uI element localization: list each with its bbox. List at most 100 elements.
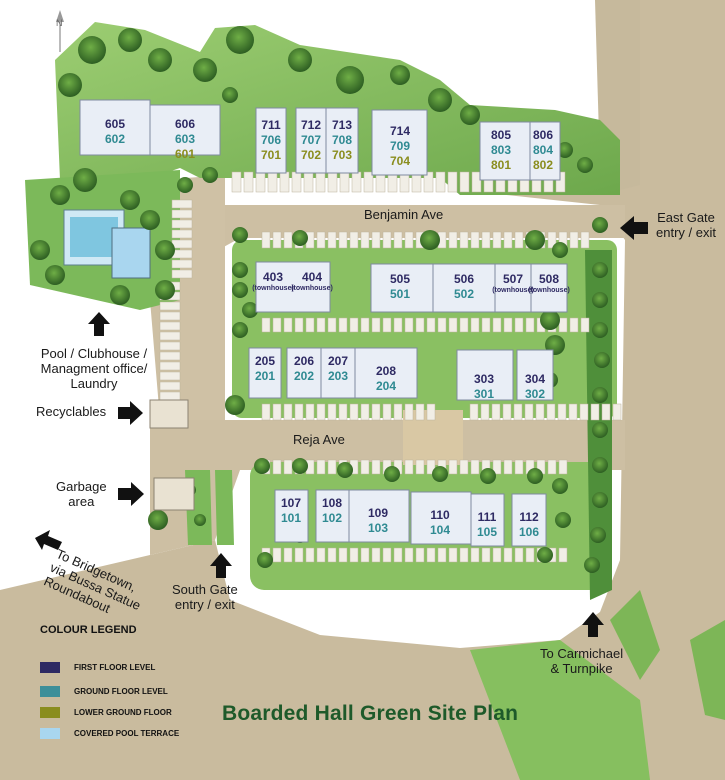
parking-space bbox=[580, 231, 590, 249]
south-gate-line-2: entry / exit bbox=[174, 597, 235, 612]
tree bbox=[292, 458, 308, 474]
tree bbox=[337, 462, 353, 478]
building-505 bbox=[370, 263, 434, 313]
pool-line-1: Pool / Clubhouse / bbox=[40, 346, 148, 361]
parking-space bbox=[255, 171, 266, 193]
clubhouse bbox=[111, 227, 151, 279]
parking-space bbox=[492, 317, 502, 333]
parking-space bbox=[338, 547, 348, 563]
unit-303: 303 bbox=[473, 372, 495, 386]
parking-space bbox=[426, 547, 436, 563]
legend-swatch-first-floor bbox=[40, 661, 60, 673]
unit-806: 806 bbox=[532, 128, 554, 142]
parking-space bbox=[404, 317, 414, 333]
parking-space bbox=[393, 547, 403, 563]
parking-space bbox=[159, 331, 181, 341]
tree bbox=[594, 352, 610, 368]
building-110 bbox=[410, 491, 472, 545]
tree bbox=[118, 28, 142, 52]
parking-space bbox=[159, 311, 181, 321]
tree bbox=[432, 466, 448, 482]
unit-803: 803 bbox=[490, 143, 512, 157]
building-400 bbox=[255, 261, 331, 313]
parking-space bbox=[272, 403, 282, 421]
tree bbox=[420, 230, 440, 250]
building-112 bbox=[511, 493, 547, 547]
unit-204: 204 bbox=[375, 379, 397, 393]
parking-space bbox=[514, 459, 524, 475]
parking-space bbox=[558, 317, 568, 333]
unit-601: 601 bbox=[174, 147, 196, 161]
parking-space bbox=[272, 547, 282, 563]
unit-206: 206 bbox=[293, 354, 315, 368]
parking-space bbox=[316, 231, 326, 249]
parking-space bbox=[513, 403, 523, 421]
parking-space bbox=[316, 317, 326, 333]
building-108 bbox=[315, 489, 350, 543]
parking-space bbox=[261, 403, 271, 421]
building-508 bbox=[530, 263, 568, 313]
reja-ave-road bbox=[150, 420, 625, 555]
parking-space bbox=[360, 547, 370, 563]
building-712 bbox=[295, 107, 327, 174]
unit-103: 103 bbox=[367, 521, 389, 535]
parking-space bbox=[525, 547, 535, 563]
building-205 bbox=[248, 347, 282, 399]
parking-space bbox=[171, 259, 193, 269]
pool-water bbox=[70, 217, 118, 257]
tree bbox=[540, 310, 560, 330]
parking-space bbox=[612, 403, 622, 421]
tree bbox=[527, 468, 543, 484]
north-label: N bbox=[56, 18, 63, 28]
parking-space bbox=[426, 403, 436, 421]
parking-space bbox=[492, 459, 502, 475]
parking-space bbox=[360, 231, 370, 249]
parking-space bbox=[351, 171, 362, 193]
parking-space bbox=[415, 459, 425, 475]
pool-arrow bbox=[88, 312, 110, 336]
tree bbox=[232, 282, 248, 298]
unit-707: 707 bbox=[300, 133, 322, 147]
unit-112: 112 bbox=[519, 510, 539, 524]
parking-space bbox=[393, 231, 403, 249]
tree bbox=[50, 185, 70, 205]
unit-104: 104 bbox=[429, 523, 451, 537]
unit-804: 804 bbox=[532, 143, 554, 157]
parking-space bbox=[404, 547, 414, 563]
parking-space bbox=[415, 317, 425, 333]
unit-203: 203 bbox=[327, 369, 349, 383]
parking-space bbox=[349, 547, 359, 563]
legend-item-first-floor: FIRST FLOOR LEVEL bbox=[40, 660, 155, 674]
building-806 bbox=[529, 121, 561, 181]
parking-space bbox=[502, 403, 512, 421]
parking-space bbox=[171, 249, 193, 259]
parking-space bbox=[338, 231, 348, 249]
tree bbox=[148, 510, 168, 530]
legend-swatch-pool-terrace bbox=[40, 727, 60, 739]
parking-space bbox=[159, 371, 181, 381]
unit-207: 207 bbox=[327, 354, 349, 368]
tree bbox=[177, 177, 193, 193]
parking-space bbox=[371, 231, 381, 249]
parking-space bbox=[159, 351, 181, 361]
parking-space bbox=[557, 403, 567, 421]
unit-508: 508 bbox=[538, 272, 560, 286]
unit-703: 703 bbox=[331, 148, 353, 162]
parking-space bbox=[480, 403, 490, 421]
building-507 bbox=[494, 263, 532, 313]
tree bbox=[552, 242, 568, 258]
tree bbox=[525, 230, 545, 250]
parking-space bbox=[371, 459, 381, 475]
tree bbox=[292, 230, 308, 246]
tree bbox=[557, 142, 573, 158]
tree bbox=[577, 157, 593, 173]
building-600-a bbox=[79, 99, 151, 156]
unit-714: 714 bbox=[389, 124, 411, 138]
